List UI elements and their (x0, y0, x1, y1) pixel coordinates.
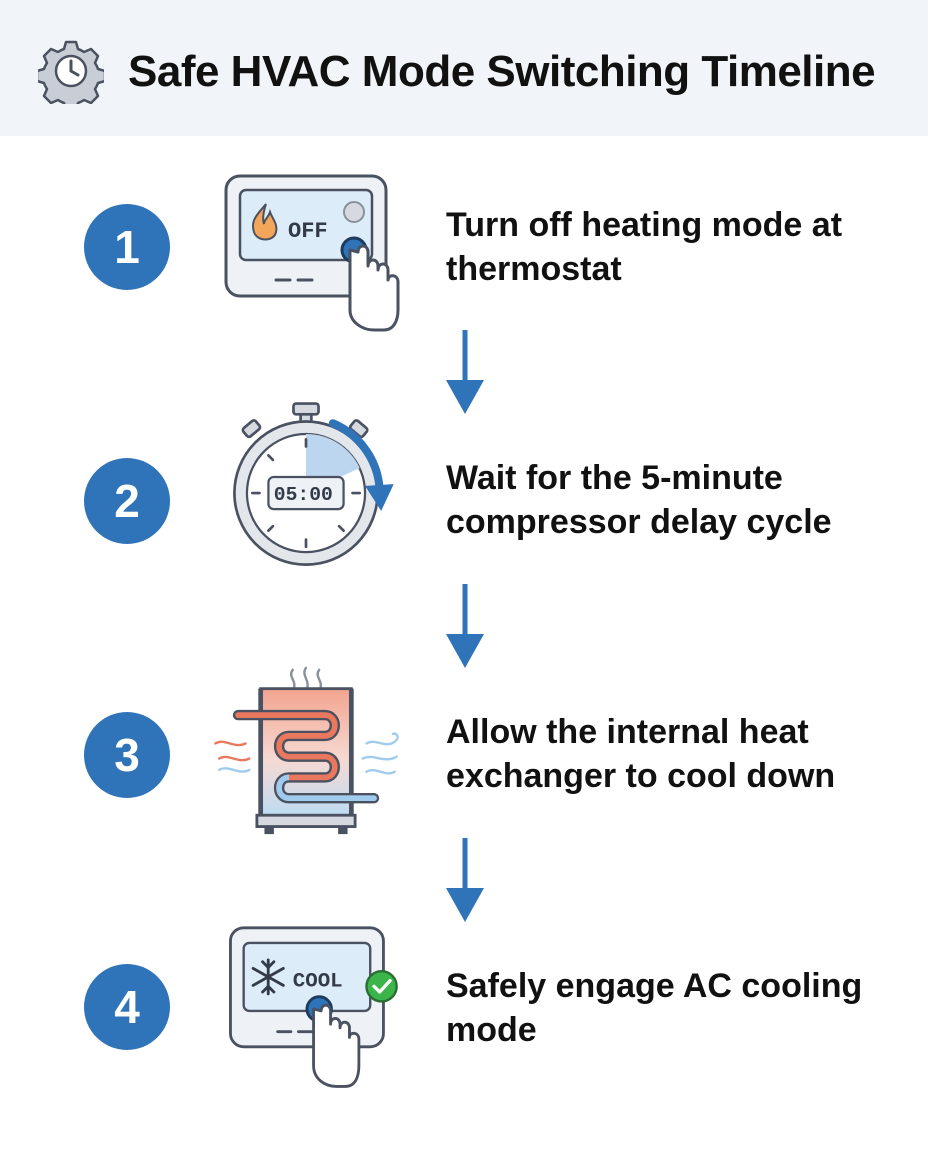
step-4-badge: 4 (84, 964, 170, 1050)
check-icon (365, 970, 398, 1003)
stopwatch-icon: 05:00 (233, 402, 394, 566)
step-1-text: Turn off heating mode at thermostat (446, 206, 843, 288)
heat-exchanger-icon (214, 666, 399, 835)
arrow-down-icon (446, 838, 484, 922)
arrow-down-icon (446, 584, 484, 668)
stopwatch-display: 05:00 (274, 484, 333, 506)
step-1-badge: 1 (84, 204, 170, 290)
thermostat-display-cool: COOL (293, 970, 343, 993)
thermostat-display-off: OFF (288, 219, 328, 244)
thermostat-cool-icon: COOL (229, 926, 398, 1088)
step-3-badge: 3 (84, 712, 170, 798)
step-2-badge: 2 (84, 458, 170, 544)
header-banner: Safe HVAC Mode Switching Timeline (0, 0, 928, 136)
step-4-text: Safely engage AC cooling mode (446, 967, 863, 1049)
gear-clock-icon (38, 40, 104, 104)
step-2-text: Wait for the 5-minute compressor delay c… (446, 459, 832, 541)
arrow-down-icon (446, 330, 484, 414)
snowflake-icon (251, 958, 285, 996)
thermostat-off-icon: OFF (224, 174, 400, 332)
step-3-text: Allow the internal heat exchanger to coo… (446, 713, 836, 795)
page-title: Safe HVAC Mode Switching Timeline (128, 47, 876, 96)
